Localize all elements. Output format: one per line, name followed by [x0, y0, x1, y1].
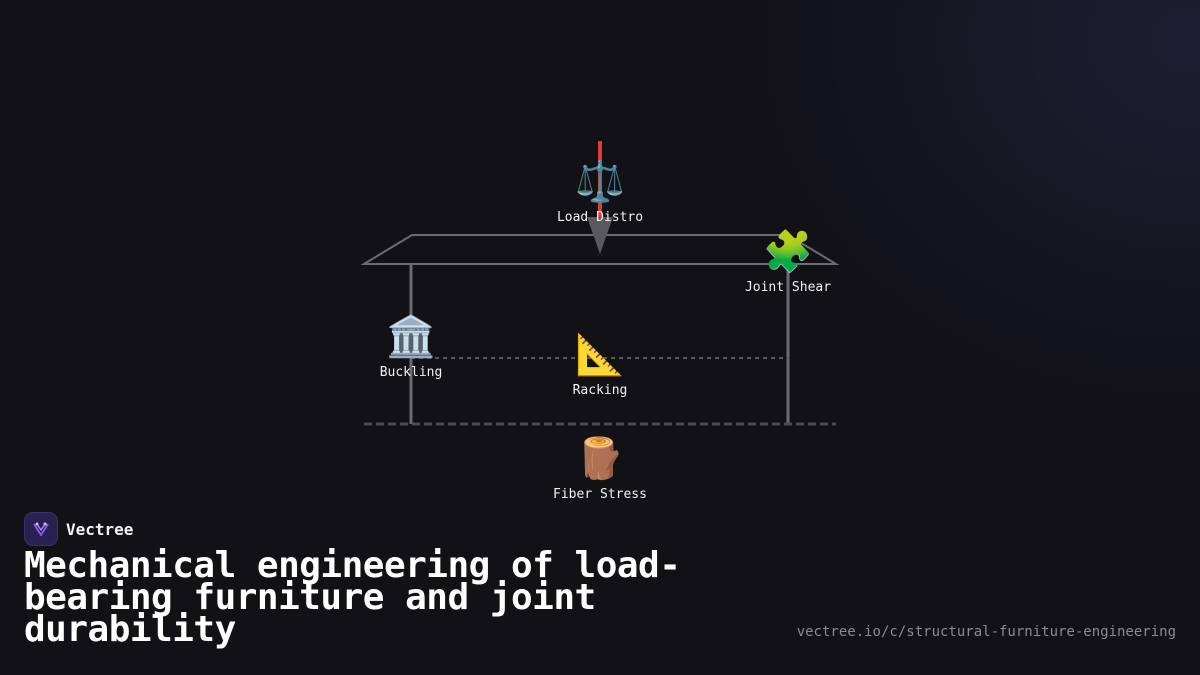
node-fiber-stress: 🪵 Fiber Stress — [530, 437, 670, 503]
scales-icon: ⚖️ — [575, 159, 625, 205]
load-distro-label: Load Distro — [556, 210, 644, 225]
wood-log-icon: 🪵 — [575, 436, 625, 482]
classical-building-icon: 🏛️ — [386, 314, 436, 360]
page-title: Mechanical engineering of load-bearing f… — [24, 545, 681, 650]
tabletop — [360, 234, 840, 265]
node-buckling: 🏛️ Buckling — [341, 315, 481, 381]
node-racking: 📐 Racking — [530, 333, 670, 399]
triangular-ruler-icon: 📐 — [575, 332, 625, 378]
source-url: vectree.io/c/structural-furniture-engine… — [796, 624, 1176, 640]
node-load-distro: ⚖️ Load Distro — [530, 160, 670, 226]
joint-shear-label: Joint Shear — [744, 280, 832, 295]
load-arrow-tip — [587, 217, 613, 254]
puzzle-piece-icon: 🧩 — [763, 229, 813, 275]
vectree-logo-icon — [24, 512, 58, 546]
racking-label: Racking — [572, 383, 628, 398]
brand: Vectree — [24, 512, 133, 546]
fiber-stress-label: Fiber Stress — [553, 487, 647, 502]
brand-name: Vectree — [66, 519, 134, 539]
buckling-label: Buckling — [379, 365, 443, 380]
node-joint-shear: 🧩 Joint Shear — [718, 230, 858, 296]
